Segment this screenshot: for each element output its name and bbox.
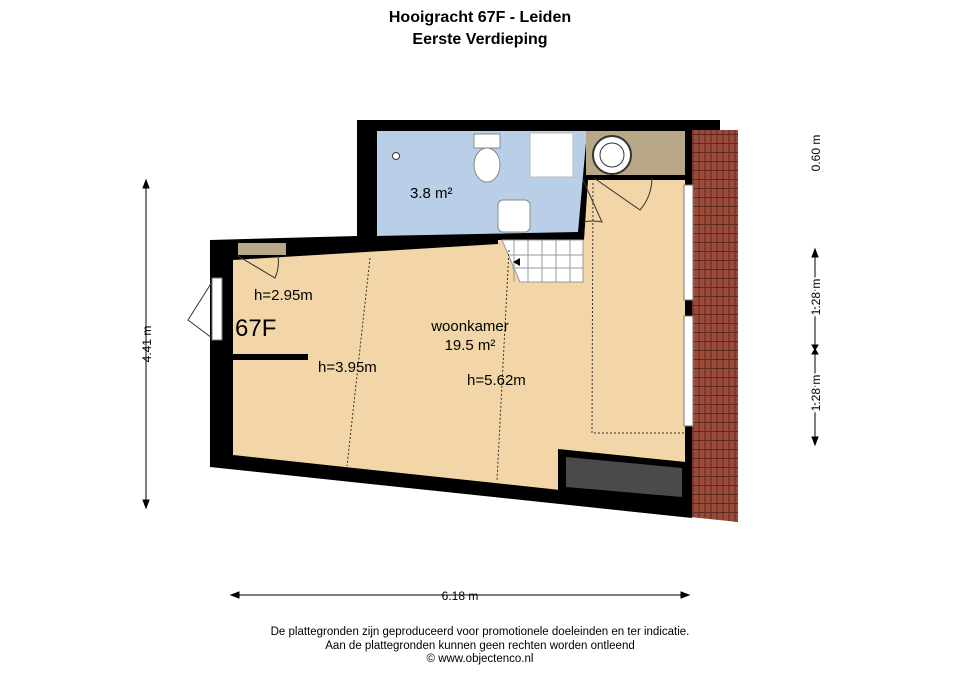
dimension-lines xyxy=(142,178,819,599)
plan-title: Hooigracht 67F - Leiden xyxy=(388,9,572,26)
ceiling-line xyxy=(346,257,371,467)
unit-label: 67F xyxy=(235,315,276,342)
toilet-icon xyxy=(473,133,501,149)
height-label: h=5.62m xyxy=(467,372,526,389)
door xyxy=(593,177,653,211)
sink-icon xyxy=(497,199,531,233)
interior-wall xyxy=(233,354,308,360)
plan-subtitle: Eerste Verdieping xyxy=(412,31,548,48)
dim-height-total: 4.41 m xyxy=(140,326,154,363)
stairs xyxy=(501,239,584,283)
shower-icon xyxy=(392,152,400,160)
door xyxy=(237,255,279,279)
door xyxy=(187,281,213,339)
window xyxy=(683,315,694,427)
washer-icon xyxy=(529,132,574,178)
window xyxy=(211,277,223,341)
height-label: h=3.95m xyxy=(318,359,377,376)
door xyxy=(582,179,603,223)
window xyxy=(683,184,694,301)
height-label: h=2.95m xyxy=(254,287,313,304)
disclaimer-line-2: Aan de plattegronden kunnen geen rechten… xyxy=(325,640,635,652)
dim-right-top: 0.60 m xyxy=(809,135,823,172)
roof-tiles xyxy=(690,130,738,522)
copyright-link[interactable]: © www.objectenco.nl xyxy=(426,653,534,665)
dim-right-bottom: 1.28 m xyxy=(809,375,823,412)
living-name: woonkamer xyxy=(430,318,509,335)
dim-width-total: 6.18 m xyxy=(442,589,479,603)
boiler-icon xyxy=(592,135,632,175)
dim-right-mid: 1.28 m xyxy=(809,279,823,316)
storage-floor xyxy=(566,457,682,497)
living-area: 19.5 m² xyxy=(445,337,496,354)
bathroom-area: 3.8 m² xyxy=(410,185,453,202)
disclaimer-line-1: De plattegronden zijn geproduceerd voor … xyxy=(270,626,690,638)
